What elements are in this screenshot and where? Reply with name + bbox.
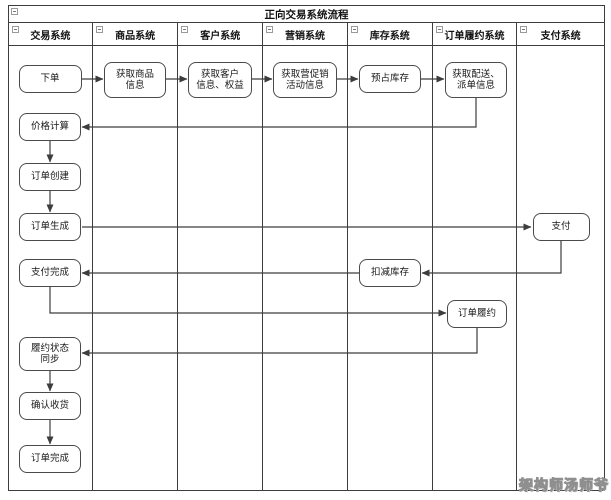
collapse-icon[interactable] <box>181 26 189 33</box>
lane-header-0[interactable]: 交易系统 <box>9 23 93 45</box>
lane-label: 营销系统 <box>285 30 326 42</box>
flow-node-get-dispatch-info[interactable]: 获取配送、 派单信息 <box>445 62 507 98</box>
flow-node-place-order[interactable]: 下单 <box>18 65 82 93</box>
flow-node-reserve-inventory[interactable]: 预占库存 <box>359 65 421 93</box>
lane-header-2[interactable]: 客户系统 <box>178 23 264 45</box>
lane-header-1[interactable]: 商品系统 <box>93 23 179 45</box>
flow-node-price-calc[interactable]: 价格计算 <box>19 113 81 141</box>
flow-node-get-customer-info[interactable]: 获取客户 信息、权益 <box>188 62 252 98</box>
lane-body-1 <box>93 46 179 491</box>
lane-label: 订单履约系统 <box>444 30 505 42</box>
collapse-icon[interactable] <box>11 8 18 15</box>
lane-label: 客户系统 <box>200 30 241 42</box>
lane-label: 商品系统 <box>115 30 156 42</box>
flow-node-get-product-info[interactable]: 获取商品 信息 <box>104 62 166 98</box>
lane-body-2 <box>178 46 264 491</box>
collapse-icon[interactable] <box>520 26 528 33</box>
lane-label: 支付系统 <box>540 30 581 42</box>
flow-node-order-generate[interactable]: 订单生成 <box>19 213 81 241</box>
flow-node-pay-complete[interactable]: 支付完成 <box>19 259 81 287</box>
collapse-icon[interactable] <box>350 26 358 33</box>
lane-header-3[interactable]: 营销系统 <box>263 23 348 45</box>
pool-title-bar: 正向交易系统流程 <box>9 6 604 23</box>
lane-header-row: 交易系统 商品系统 客户系统 营销系统 库存系统 订单履约系统 支付系统 <box>9 23 604 46</box>
lane-header-6[interactable]: 支付系统 <box>517 23 604 45</box>
flow-node-pay[interactable]: 支付 <box>532 213 590 241</box>
collapse-icon[interactable] <box>95 26 103 33</box>
collapse-icon[interactable] <box>12 26 19 33</box>
flow-node-order-complete[interactable]: 订单完成 <box>19 445 81 473</box>
lane-header-5[interactable]: 订单履约系统 <box>433 23 518 45</box>
collapse-icon[interactable] <box>266 26 274 33</box>
lane-body-3 <box>263 46 348 491</box>
watermark: 架构师汤师爷 <box>519 478 609 495</box>
collapse-icon[interactable] <box>435 26 443 33</box>
flow-node-fulfill-status-sync[interactable]: 履约状态 同步 <box>19 337 81 371</box>
diagram-title: 正向交易系统流程 <box>264 8 349 21</box>
flow-node-order-fulfill[interactable]: 订单履约 <box>447 300 507 328</box>
flow-node-deduct-inventory[interactable]: 扣减库存 <box>359 259 421 287</box>
lane-header-4[interactable]: 库存系统 <box>348 23 433 45</box>
lane-label: 库存系统 <box>369 30 410 42</box>
flow-node-order-create[interactable]: 订单创建 <box>19 163 81 191</box>
lane-body-0 <box>9 46 93 491</box>
lane-label: 交易系统 <box>30 30 71 42</box>
flow-node-confirm-receipt[interactable]: 确认收货 <box>19 392 81 420</box>
flow-node-get-promo-info[interactable]: 获取营促销 活动信息 <box>273 62 337 98</box>
